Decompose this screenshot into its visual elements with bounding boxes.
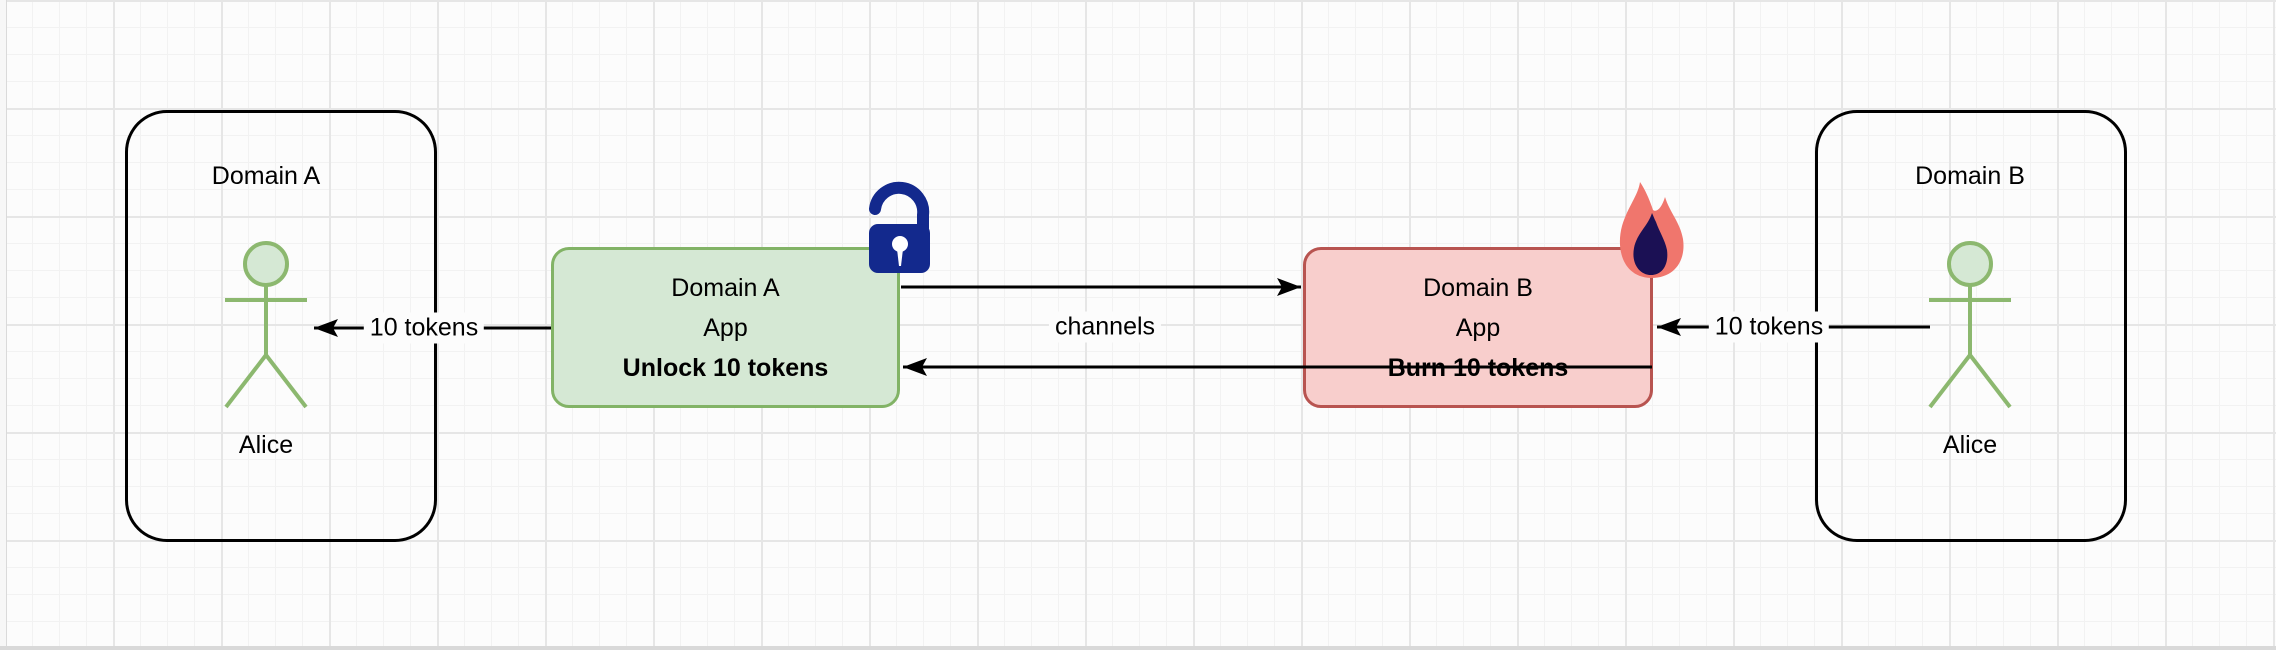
app-b-node: Domain B App Burn 10 tokens — [1303, 247, 1653, 408]
edge-label-tokens-right: 10 tokens — [1708, 311, 1830, 343]
edge-label-tokens-left: 10 tokens — [363, 312, 485, 344]
canvas-bottom-edge — [0, 646, 2276, 650]
app-b-action: Burn 10 tokens — [1387, 353, 1569, 382]
canvas-left-edge — [0, 0, 7, 650]
app-a-line1: Domain A — [671, 273, 780, 302]
actor-b-label: Alice — [1942, 431, 1998, 459]
actor-a-label: Alice — [238, 431, 294, 459]
app-b-line2: App — [1455, 313, 1501, 342]
app-a-action: Unlock 10 tokens — [622, 353, 829, 382]
app-a-line2: App — [703, 313, 748, 342]
app-a-node: Domain A App Unlock 10 tokens — [551, 247, 900, 408]
domain-b-title: Domain B — [1915, 162, 2025, 190]
edge-label-channels: channels — [1048, 311, 1162, 343]
app-b-line1: Domain B — [1423, 273, 1533, 302]
domain-a-title: Domain A — [211, 162, 321, 190]
